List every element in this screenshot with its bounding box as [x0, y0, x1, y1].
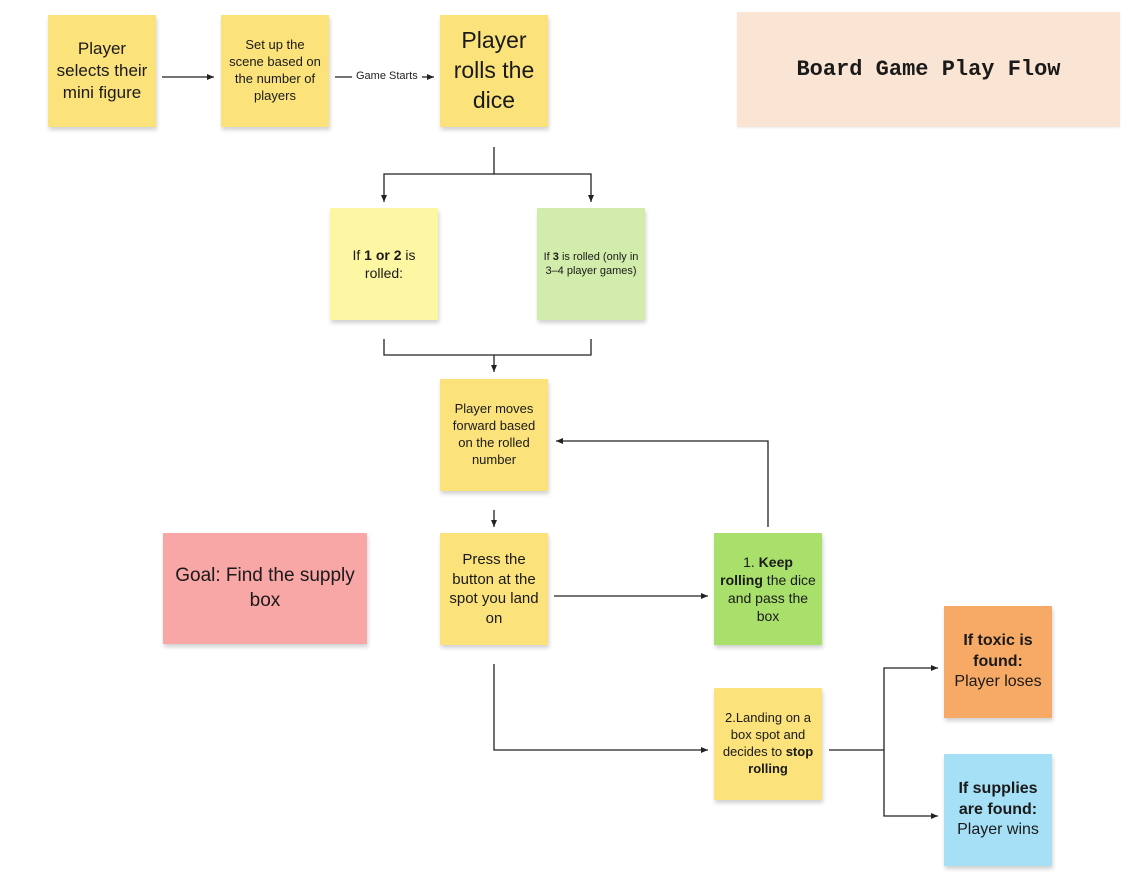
note-keep-rolling: 1. Keep rolling the dice and pass the bo…: [714, 533, 822, 645]
arrow-roll-to-branch-3: [494, 173, 594, 202]
arrow-to-toxic: [883, 665, 938, 750]
note-goal-text: Goal: Find the supply box: [175, 564, 355, 611]
arrow-roll-to-branch: [381, 147, 495, 202]
note-toxic-found: If toxic is found:Player loses: [944, 606, 1052, 718]
note-move-forward-text: Player moves forward based on the rolled…: [452, 401, 536, 467]
note-goal: Goal: Find the supply box: [163, 533, 367, 644]
note-toxic-found-text: If toxic is found:Player loses: [954, 631, 1042, 691]
arrow-branches-merge: [383, 339, 592, 356]
note-if-1-or-2-text: If 1 or 2 is rolled:: [352, 246, 416, 281]
diagram-title: Board Game Play Flow: [737, 12, 1120, 127]
arrow-keep-to-move: [556, 438, 769, 527]
arrow-to-supplies: [883, 750, 938, 819]
note-select-figure-text: Player selects their mini figure: [56, 38, 148, 103]
note-if-1-or-2: If 1 or 2 is rolled:: [330, 208, 438, 320]
note-keep-rolling-text: 1. Keep rolling the dice and pass the bo…: [720, 553, 816, 625]
note-landing-stop-text: 2.Landing on a box spot and decides to s…: [722, 710, 814, 776]
note-if-3-text: If 3 is rolled (only in 3–4 player games…: [543, 250, 639, 277]
note-press-button: Press the button at the spot you land on: [440, 533, 548, 645]
note-if-3: If 3 is rolled (only in 3–4 player games…: [537, 208, 645, 320]
note-supplies-found-text: If supplies are found:Player wins: [957, 779, 1039, 839]
note-landing-stop: 2.Landing on a box spot and decides to s…: [714, 688, 822, 800]
note-press-button-text: Press the button at the spot you land on: [449, 551, 539, 627]
note-supplies-found: If supplies are found:Player wins: [944, 754, 1052, 866]
note-roll-dice-text: Player rolls the dice: [453, 27, 535, 113]
note-select-figure: Player selects their mini figure: [48, 15, 156, 127]
note-setup-scene-text: Set up the scene based on the number of …: [229, 37, 321, 103]
edge-label-game-starts: Game Starts: [354, 70, 420, 82]
note-roll-dice: Player rolls the dice: [440, 15, 548, 127]
note-setup-scene: Set up the scene based on the number of …: [221, 15, 329, 127]
arrow-press-to-landing: [493, 664, 708, 753]
note-move-forward: Player moves forward based on the rolled…: [440, 379, 548, 491]
